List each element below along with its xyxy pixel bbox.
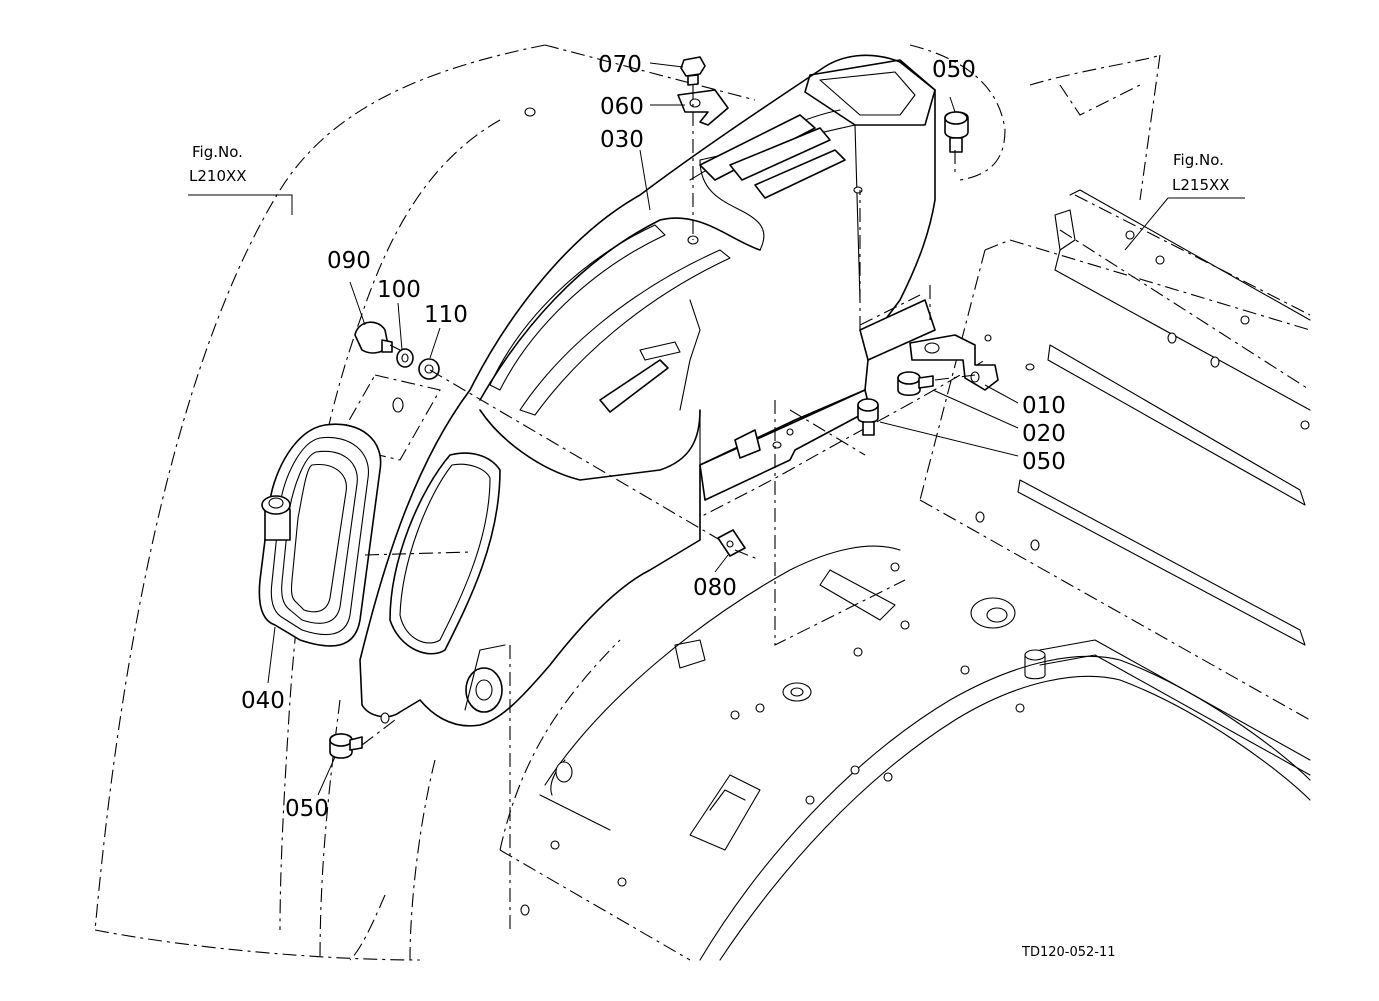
figure-ref-left-label: Fig.No. [192,143,243,161]
figure-ref-right-label: Fig.No. [1173,151,1224,169]
bracket-060 [677,89,729,126]
figure-ref-right: Fig.No. L215XX [1172,151,1230,194]
washer-100 [396,348,414,368]
callout-030: 030 [600,127,644,153]
bracket-010 [909,334,1035,391]
bolt-020 [897,371,934,397]
leader-lines [188,62,1245,796]
knob-090 [354,321,393,354]
figure-ref-right-number: L215XX [1172,176,1230,194]
callout-100: 100 [377,277,421,303]
callout-080: 080 [693,575,737,601]
lever-boot-040 [258,423,382,647]
washer-110 [418,358,440,380]
callout-110: 110 [424,302,468,328]
bolt-050-mid [857,398,879,436]
callout-060: 060 [600,94,644,120]
callout-090: 090 [327,248,371,274]
callout-050-mid: 050 [1022,449,1066,475]
side-console-030 [359,54,936,727]
callout-050-top: 050 [932,57,976,83]
callout-010: 010 [1022,393,1066,419]
floor-deck-outline [499,44,1311,961]
callout-070: 070 [598,52,642,78]
figure-ref-left-number: L210XX [189,167,247,185]
bolt-070 [680,56,706,86]
callouts: 070 060 030 050 090 100 110 010 020 050 … [241,52,1066,822]
drawing-code: TD120-052-11 [1021,945,1116,960]
assembly-lines [361,85,976,930]
bolt-050-top [944,111,969,153]
figure-ref-left: Fig.No. L210XX [189,143,247,185]
callout-050-bottom: 050 [285,796,329,822]
callout-040: 040 [241,688,285,714]
clip-nut-080 [717,529,746,557]
callout-020: 020 [1022,421,1066,447]
bolt-050-bottom [329,733,363,759]
